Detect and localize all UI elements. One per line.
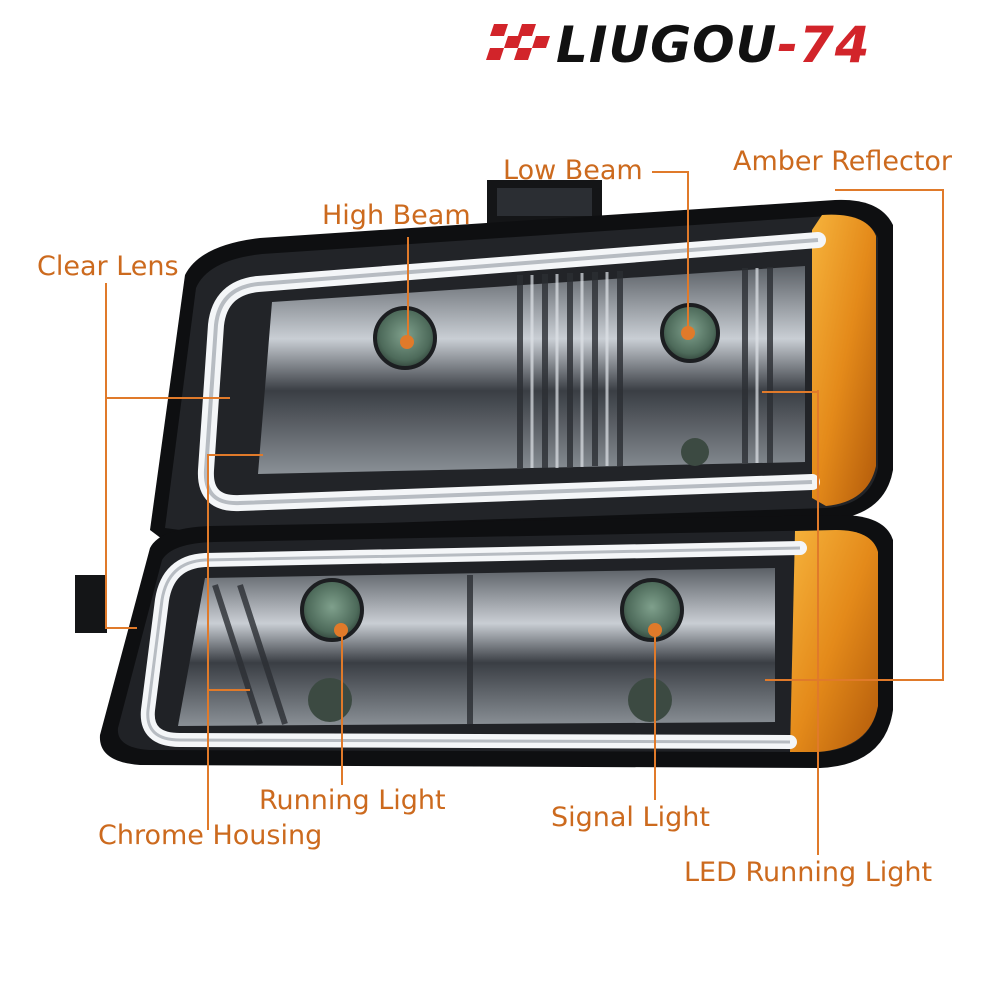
- label-low-beam: Low Beam: [503, 155, 643, 186]
- label-amber-reflector: Amber Reflector: [733, 146, 953, 177]
- brand-logo: LIUGOU-74: [556, 20, 871, 70]
- side-clip: [75, 575, 107, 633]
- label-clear-lens: Clear Lens: [37, 251, 179, 282]
- low-beam-leader: [652, 171, 689, 333]
- label-running-light: Running Light: [259, 785, 446, 816]
- label-led-running-light: LED Running Light: [684, 857, 933, 888]
- running-light-bulb: [300, 578, 364, 642]
- amber-reflector-upper: [812, 214, 876, 506]
- label-chrome-housing: Chrome Housing: [98, 820, 323, 851]
- signal-light-bulb: [620, 578, 684, 642]
- chrome-housing-leader: [207, 454, 263, 830]
- brand-suffix: -74: [777, 16, 871, 74]
- brand-name: LIUGOU: [556, 16, 778, 74]
- label-signal-light: Signal Light: [551, 802, 710, 833]
- clear-lens-leader: [105, 283, 137, 629]
- chrome-interior-lower: [178, 568, 775, 726]
- amber-reflector-leader: [765, 189, 944, 681]
- brand-flag-icon: [486, 24, 550, 60]
- label-high-beam: High Beam: [322, 200, 471, 231]
- amber-signal-lower: [790, 530, 878, 752]
